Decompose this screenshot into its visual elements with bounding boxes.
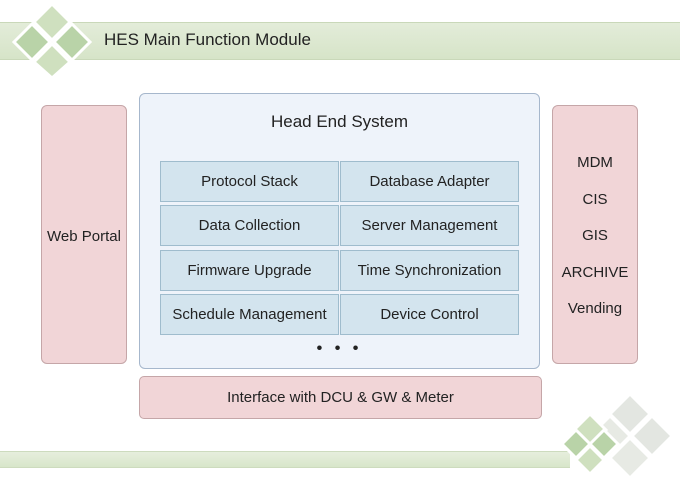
external-systems-list: MDM CIS GIS ARCHIVE Vending: [553, 154, 637, 337]
module-firmware-upgrade: Firmware Upgrade: [160, 250, 339, 291]
external-system-mdm: MDM: [577, 154, 613, 171]
bottom-band: [0, 451, 570, 468]
external-systems-panel: MDM CIS GIS ARCHIVE Vending: [552, 105, 638, 364]
module-database-adapter: Database Adapter: [340, 161, 519, 202]
external-system-archive: ARCHIVE: [561, 263, 629, 281]
web-portal-panel: Web Portal: [41, 105, 127, 364]
title-band: [0, 22, 680, 60]
more-modules-ellipsis: • • •: [316, 340, 363, 357]
external-system-vending: Vending: [567, 300, 623, 317]
module-schedule-management: Schedule Management: [160, 294, 339, 335]
module-protocol-stack: Protocol Stack: [160, 161, 339, 202]
module-server-management: Server Management: [340, 205, 519, 246]
module-data-collection: Data Collection: [160, 205, 339, 246]
module-device-control: Device Control: [340, 294, 519, 335]
head-end-system-panel: Head End System Protocol Stack Database …: [139, 93, 540, 369]
module-time-synchronization: Time Synchronization: [340, 250, 519, 291]
head-end-system-title: Head End System: [270, 112, 408, 131]
external-system-cis: CIS: [582, 190, 608, 208]
interface-panel: Interface with DCU & GW & Meter: [139, 376, 542, 419]
external-system-gis: GIS: [582, 227, 608, 244]
diagram-title: HES Main Function Module: [104, 30, 311, 49]
diamond-decoration-top-left: [12, 2, 92, 80]
web-portal-label: Web Portal: [47, 228, 121, 245]
diamond-decoration-bottom-right: [560, 392, 678, 480]
